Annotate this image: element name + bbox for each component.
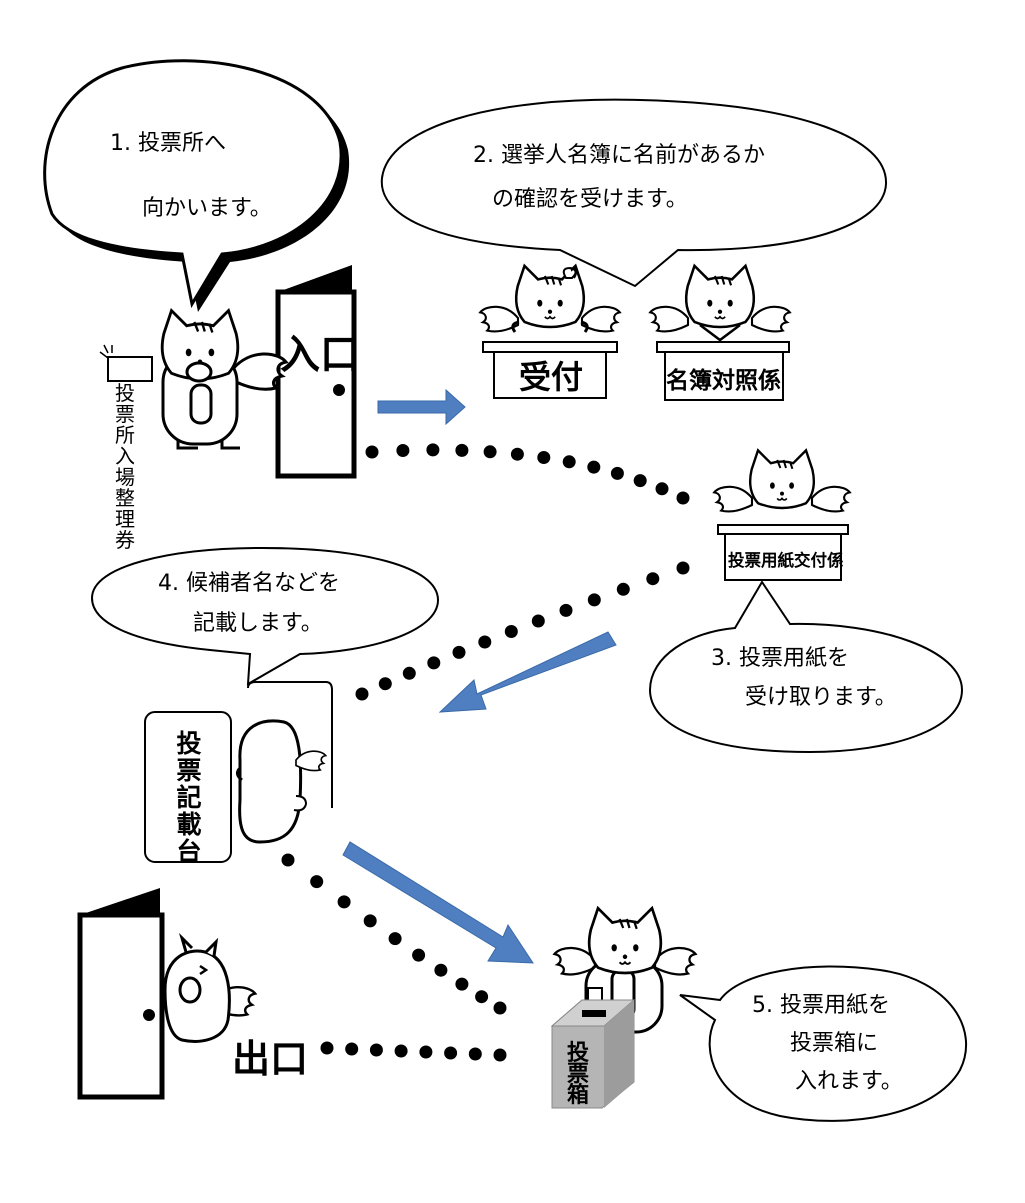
path-dot [396,444,410,457]
exit-label: 出口 [232,1037,308,1081]
path-dot [483,445,497,459]
path-dot [587,460,601,474]
path-dot [478,635,492,649]
writing-desk-label-char: 投 [176,729,201,758]
step-5-line-2: 投票箱に [790,1031,878,1056]
reception-label: 受付 [519,358,583,396]
path-dot [369,1043,383,1057]
admission-ticket-label-char: 所 [115,423,135,447]
admission-ticket-icon [107,356,153,382]
writing-desk-label-char: 載 [176,810,201,839]
path-dot [475,990,489,1004]
step-2-line-2: の確認を受けます。 [492,187,688,212]
step-4-line-2: 記載します。 [193,611,323,636]
path-dot [610,466,624,480]
admission-ticket-label-char: 整 [115,486,135,510]
arrow-to-writing-desk [438,631,617,713]
path-dot [452,645,466,659]
admission-ticket-label-char: 票 [115,402,135,426]
path-dot [388,932,402,946]
entrance-label: 入口 [280,332,360,378]
admission-ticket-label-char: 理 [115,507,135,531]
path-dot [468,1047,482,1061]
admission-ticket-label-char: 入 [115,444,135,468]
admission-ticket-label-char: 場 [115,465,135,489]
path-dot [633,474,647,488]
path-dot [378,677,392,691]
admission-ticket-label-char: 券 [115,528,135,552]
path-dot [531,614,545,628]
path-dot [412,948,426,962]
reception-station: 受付 [479,264,621,399]
step-1-line-2: 向かいます。 [142,196,272,221]
path-dot [537,451,551,464]
speech-bubble-step-3: 3. 投票用紙を 受け取ります。 [648,580,964,754]
speech-bubble-step-1: 1. 投票所へ 向かいます。 [43,59,350,312]
path-dot [281,853,295,867]
step-5-line-1: 5. 投票用紙を [752,993,890,1018]
path-dot [676,491,690,505]
step-3-line-2: 受け取ります。 [745,685,897,710]
path-dot [345,1042,359,1056]
speech-bubble-step-5: 5. 投票用紙を 投票箱に 入れます。 [679,965,968,1122]
ballot-issue-station: 投票用紙交付係 [713,449,851,581]
speech-bubble-step-2: 2. 選挙人名簿に名前があるか の確認を受けます。 [380,98,888,288]
path-dot [562,455,576,469]
path-dot [363,914,377,928]
step-3-line-1: 3. 投票用紙を [711,646,849,671]
path-dot [355,687,369,701]
writing-desk-label-char: 票 [176,756,201,785]
path-dot [394,1044,408,1058]
ballot-box-label-char: 箱 [567,1082,589,1108]
path-dot [444,1046,458,1060]
path-dot [365,445,379,459]
voter-cat [99,309,288,450]
step-5-line-3: 入れます。 [795,1069,903,1094]
exit-door [77,888,165,1100]
path-dot [559,603,573,617]
path-dot [320,1041,334,1055]
exit-cat [163,932,257,1043]
path-dot [402,666,416,680]
path-dot [493,1001,507,1015]
dotted-walk-path [281,443,690,1062]
path-dot [455,443,469,457]
writing-desk-label-char: 記 [176,783,201,812]
ballot-box-station: 投票箱 [550,906,697,1109]
ballot-box-label-char: 投 [567,1041,589,1066]
step-2-line-1: 2. 選挙人名簿に名前があるか [473,143,765,168]
path-dot [510,447,524,461]
arrow-to-ballot-box [342,841,534,964]
path-dot [419,1045,433,1059]
path-dot [587,593,601,607]
path-dot [434,963,448,977]
path-dot [493,1048,507,1062]
path-dot [616,582,630,596]
path-dot [655,482,669,496]
roll-check-station: 名簿対照係 [649,264,791,401]
entrance-door: 入口 [275,265,360,479]
ballot-box-label-char: 票 [567,1062,589,1087]
admission-ticket-label-char: 投 [115,381,135,405]
step-1-line-1: 1. 投票所へ [110,131,226,156]
path-dot [676,561,690,575]
speech-bubble-step-4: 4. 候補者名などを 記載します。 [90,546,440,686]
path-dot [455,977,469,991]
writing-desk-label-char: 台 [176,837,201,866]
path-dot [427,656,441,670]
path-dot [646,572,660,586]
step-4-line-1: 4. 候補者名などを [158,571,340,596]
arrow-to-reception [377,388,466,426]
path-dot [337,895,351,909]
path-dot [310,875,324,889]
path-dot [426,443,440,457]
ballot-issue-label: 投票用紙交付係 [728,550,844,570]
roll-check-label: 名簿対照係 [666,367,781,394]
path-dot [504,625,518,638]
